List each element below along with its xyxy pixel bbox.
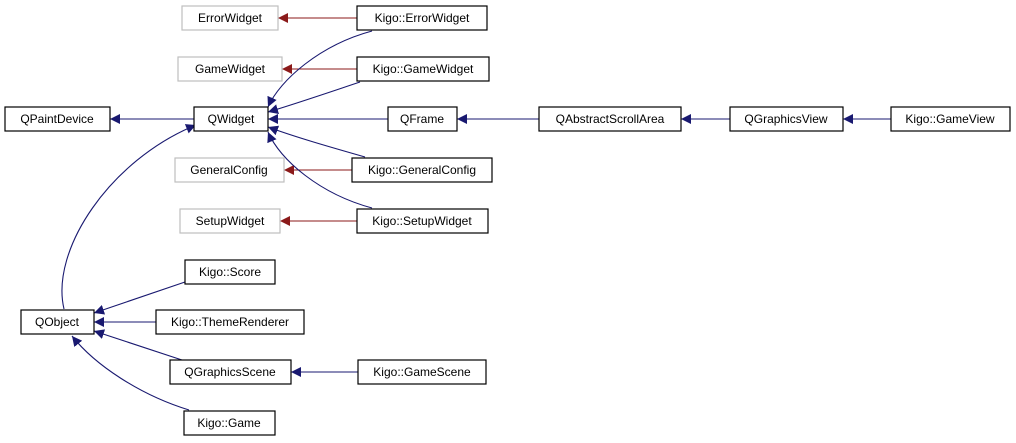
node-kigo-game-view[interactable]: Kigo::GameView <box>890 106 1011 132</box>
edge-kigo-setup-widget-to-qwidget <box>267 131 373 209</box>
node-qpaint-device[interactable]: QPaintDevice <box>4 106 111 132</box>
node-label: Kigo::ThemeRenderer <box>171 315 289 329</box>
node-label: Kigo::SetupWidget <box>372 214 472 228</box>
node-kigo-theme-renderer[interactable]: Kigo::ThemeRenderer <box>155 309 305 335</box>
node-kigo-game-widget[interactable]: Kigo::GameWidget <box>356 56 490 82</box>
node-qframe[interactable]: QFrame <box>387 106 458 132</box>
node-qgraphics-view[interactable]: QGraphicsView <box>729 106 844 132</box>
node-label: QPaintDevice <box>20 112 94 126</box>
edge-kigo-game-to-qobject <box>71 335 190 411</box>
node-label: Kigo::GameView <box>905 112 994 126</box>
edge-kigo-score-to-qobject <box>93 281 186 315</box>
node-kigo-error-widget[interactable]: Kigo::ErrorWidget <box>356 5 488 31</box>
node-general-config[interactable]: GeneralConfig <box>174 157 285 183</box>
node-label: GameWidget <box>195 62 266 76</box>
node-kigo-general-config[interactable]: Kigo::GeneralConfig <box>351 157 493 183</box>
node-label: Kigo::Game <box>197 416 261 430</box>
node-label: Kigo::GameScene <box>373 365 471 379</box>
node-kigo-setup-widget[interactable]: Kigo::SetupWidget <box>356 208 489 234</box>
node-error-widget[interactable]: ErrorWidget <box>181 5 279 31</box>
node-label: GeneralConfig <box>190 163 267 177</box>
node-qabstract-scroll-area[interactable]: QAbstractScrollArea <box>538 106 682 132</box>
node-kigo-game[interactable]: Kigo::Game <box>183 410 276 436</box>
edge-qgraphics-scene-to-qobject <box>93 329 186 362</box>
node-label: ErrorWidget <box>198 11 263 25</box>
edge-kigo-error-widget-to-qwidget <box>267 30 373 108</box>
node-label: SetupWidget <box>196 214 265 228</box>
node-label: QGraphicsView <box>744 112 827 126</box>
node-label: Kigo::ErrorWidget <box>375 11 470 25</box>
node-qobject[interactable]: QObject <box>20 309 95 335</box>
node-label: QWidget <box>208 112 255 126</box>
node-qwidget[interactable]: QWidget <box>193 106 269 132</box>
node-label: Kigo::GeneralConfig <box>368 163 476 177</box>
nodes: ErrorWidget Kigo::ErrorWidget GameWidget… <box>4 5 1011 436</box>
edge-kigo-game-widget-to-qwidget <box>267 81 361 114</box>
node-kigo-score[interactable]: Kigo::Score <box>184 259 276 285</box>
node-label: QFrame <box>400 112 444 126</box>
node-label: QAbstractScrollArea <box>556 112 665 126</box>
edges <box>61 13 891 411</box>
node-setup-widget[interactable]: SetupWidget <box>179 208 281 234</box>
node-label: Kigo::GameWidget <box>373 62 474 76</box>
node-qgraphics-scene[interactable]: QGraphicsScene <box>169 359 292 385</box>
node-label: Kigo::Score <box>199 265 261 279</box>
node-label: QObject <box>35 315 80 329</box>
edge-qobject-to-qwidget <box>61 124 197 310</box>
node-game-widget[interactable]: GameWidget <box>177 56 283 82</box>
node-kigo-game-scene[interactable]: Kigo::GameScene <box>357 359 487 385</box>
node-label: QGraphicsScene <box>184 365 276 379</box>
edge-kigo-general-config-to-qwidget <box>267 125 366 158</box>
